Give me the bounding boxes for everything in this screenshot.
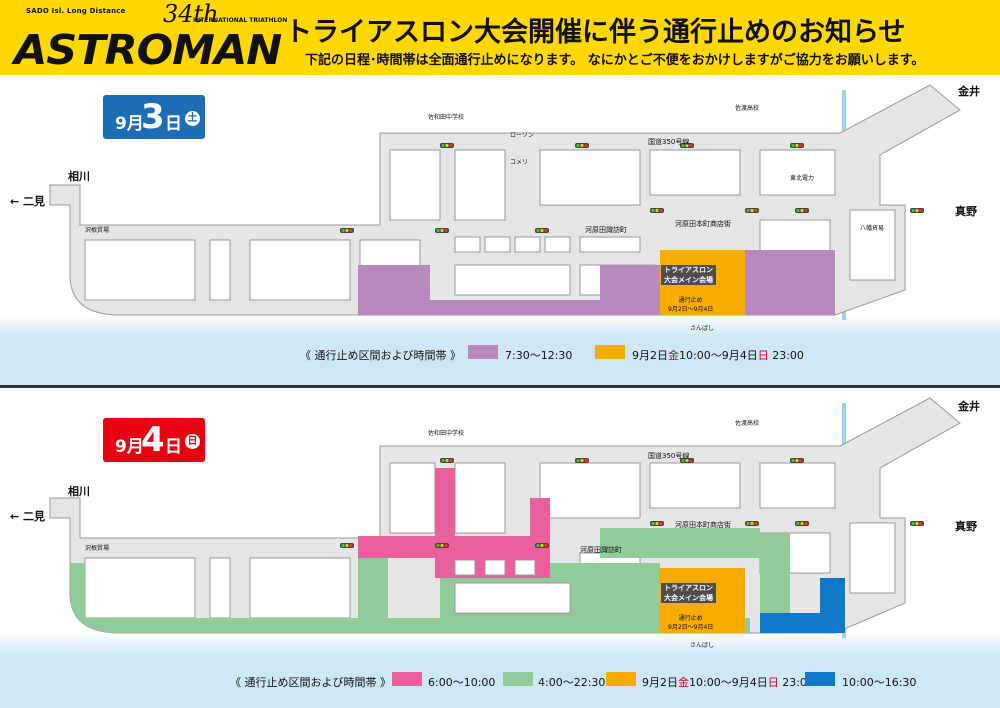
map-panel-sep3: 9月 3 日 土 金井 真野 ← 二見 相川 国道350号線 河原田本町商店街 … [0, 75, 1000, 385]
logo-edition: 34th [163, 0, 219, 28]
label-kawaharada-street: 河原田本町商店街 [675, 521, 731, 529]
block [484, 236, 511, 253]
label-aikawa: 相川 [68, 485, 90, 498]
legend-pink-label: 6:00〜10:00 [428, 676, 496, 689]
legend-orange-a: 9月2日 [632, 349, 668, 362]
label-futami: ← 二見 [10, 195, 46, 208]
label-yawata: 沢根質場 [85, 227, 110, 234]
label-sado-middle: 佐和田中学校 [428, 430, 465, 437]
date-month: 9月 [115, 114, 144, 134]
label-sado-high: 佐渡高校 [735, 420, 760, 427]
main-venue-label: トライアスロン 大会メイン会場 [661, 583, 716, 603]
label-mano-bus: 八幡貿易 [860, 225, 885, 232]
date-badge-sep3: 9月 3 日 土 [103, 95, 205, 139]
label-kawaharada-north: 河原田諏訪町 [585, 226, 627, 234]
label-sado-middle: 佐和田中学校 [428, 114, 465, 121]
traffic-lights [340, 458, 924, 548]
logo-top-right: INTERNATIONAL TRIATHLON [193, 17, 288, 24]
logo-top-text: SADO Isl. Long Distance [26, 7, 126, 15]
date-badge-sep4: 9月 4 日 日 [103, 418, 205, 462]
legend-orange-day-a: 金 [668, 349, 679, 362]
label-lawson: ローソン [510, 132, 535, 139]
page-subtitle: 下記の日程･時間帯は全面通行止めになります。 なにかとご不便をおかけしますがご協… [305, 53, 925, 68]
legend-orange-label: 9月2日金10:00〜9月4日日 23:00 [632, 347, 804, 363]
legend-orange-c: 23:00 [768, 349, 804, 362]
date-day: 3 [141, 97, 165, 137]
label-kanai: 金井 [958, 400, 980, 413]
label-route350: 国道350号線 [648, 452, 690, 460]
block [454, 264, 571, 296]
label-mano: 真野 [955, 520, 977, 533]
legend-swatch-pink [392, 672, 422, 686]
label-sanbashi: さんばし [690, 325, 715, 332]
label-sado-high: 佐渡高校 [735, 105, 760, 112]
legend-green-label: 4:00〜22:30 [538, 676, 606, 689]
date-weekday: 日 [185, 434, 200, 449]
legend-orange-day-a: 金 [678, 676, 689, 689]
road-map-sep4 [49, 397, 961, 638]
date-day: 4 [141, 420, 165, 460]
label-mano: 真野 [955, 205, 977, 218]
road-map-sep3 [49, 84, 961, 320]
label-sanbashi: さんばし [690, 642, 715, 649]
sea-area [0, 633, 1000, 708]
block [544, 236, 571, 253]
date-unit: 日 [165, 114, 182, 134]
legend-orange-a: 9月2日 [642, 676, 678, 689]
legend-swatch-blue [805, 672, 835, 686]
closure-note: 通行止め 9月2日〜9月4日 [668, 297, 714, 313]
legend-title: 《 通行止め区間および時間帯 》 [300, 349, 461, 362]
label-toho: 東北電力 [790, 175, 815, 182]
label-route350: 国道350号線 [648, 138, 690, 146]
closure-note: 通行止め 9月2日〜9月4日 [668, 615, 714, 631]
legend-purple-label: 7:30〜12:30 [505, 349, 573, 362]
block [579, 236, 641, 253]
date-month: 9月 [115, 437, 144, 457]
date-unit: 日 [165, 437, 182, 457]
legend-title: 《 通行止め区間および時間帯 》 [230, 676, 391, 689]
block [209, 239, 231, 301]
legend-orange-b: 10:00〜9月4日 [689, 676, 768, 689]
legend-swatch-orange [595, 345, 625, 359]
block [514, 236, 541, 253]
block [389, 149, 441, 221]
block [649, 149, 741, 196]
logo-name: ASTROMAN [14, 26, 282, 74]
block [84, 239, 196, 301]
closure-purple [358, 265, 660, 315]
block [454, 149, 506, 221]
label-kawaharada-north: 河原田諏訪町 [580, 546, 622, 554]
label-yawata: 沢根質場 [85, 545, 110, 552]
block [759, 149, 836, 196]
legend-swatch-orange [606, 672, 636, 686]
panel-divider [0, 385, 1000, 388]
legend-swatch-green [503, 672, 533, 686]
label-kanai: 金井 [958, 85, 980, 98]
block [249, 239, 351, 301]
legend-orange-label: 9月2日金10:00〜9月4日日 23:00 [642, 674, 814, 690]
date-weekday: 土 [185, 111, 200, 126]
block [849, 209, 896, 281]
legend-orange-b: 10:00〜9月4日 [679, 349, 758, 362]
legend-swatch-purple [468, 345, 498, 359]
legend-orange-day-b: 日 [767, 676, 779, 689]
traffic-lights [340, 143, 924, 233]
page-title: トライアスロン大会開催に伴う通行止めのお知らせ [285, 17, 906, 48]
sea-area [0, 315, 1000, 385]
label-komeri: コメリ [510, 159, 529, 166]
label-aikawa: 相川 [68, 170, 90, 183]
block [539, 149, 641, 206]
map-panel-sep4: 9月 4 日 日 金井 真野 ← 二見 相川 国道350号線 河原田本町商店街 … [0, 388, 1000, 708]
legend-orange-day-b: 日 [757, 349, 769, 362]
main-venue-label: トライアスロン 大会メイン会場 [661, 265, 716, 285]
closure-blue [760, 578, 845, 633]
label-futami: ← 二見 [10, 510, 46, 523]
legend-blue-label: 10:00〜16:30 [842, 676, 917, 689]
header-banner: SADO Isl. Long Distance 34th INTERNATION… [0, 0, 1000, 75]
astroman-logo: SADO Isl. Long Distance 34th INTERNATION… [8, 0, 287, 74]
label-kawaharada-street: 河原田本町商店街 [675, 220, 731, 228]
block [454, 236, 481, 253]
